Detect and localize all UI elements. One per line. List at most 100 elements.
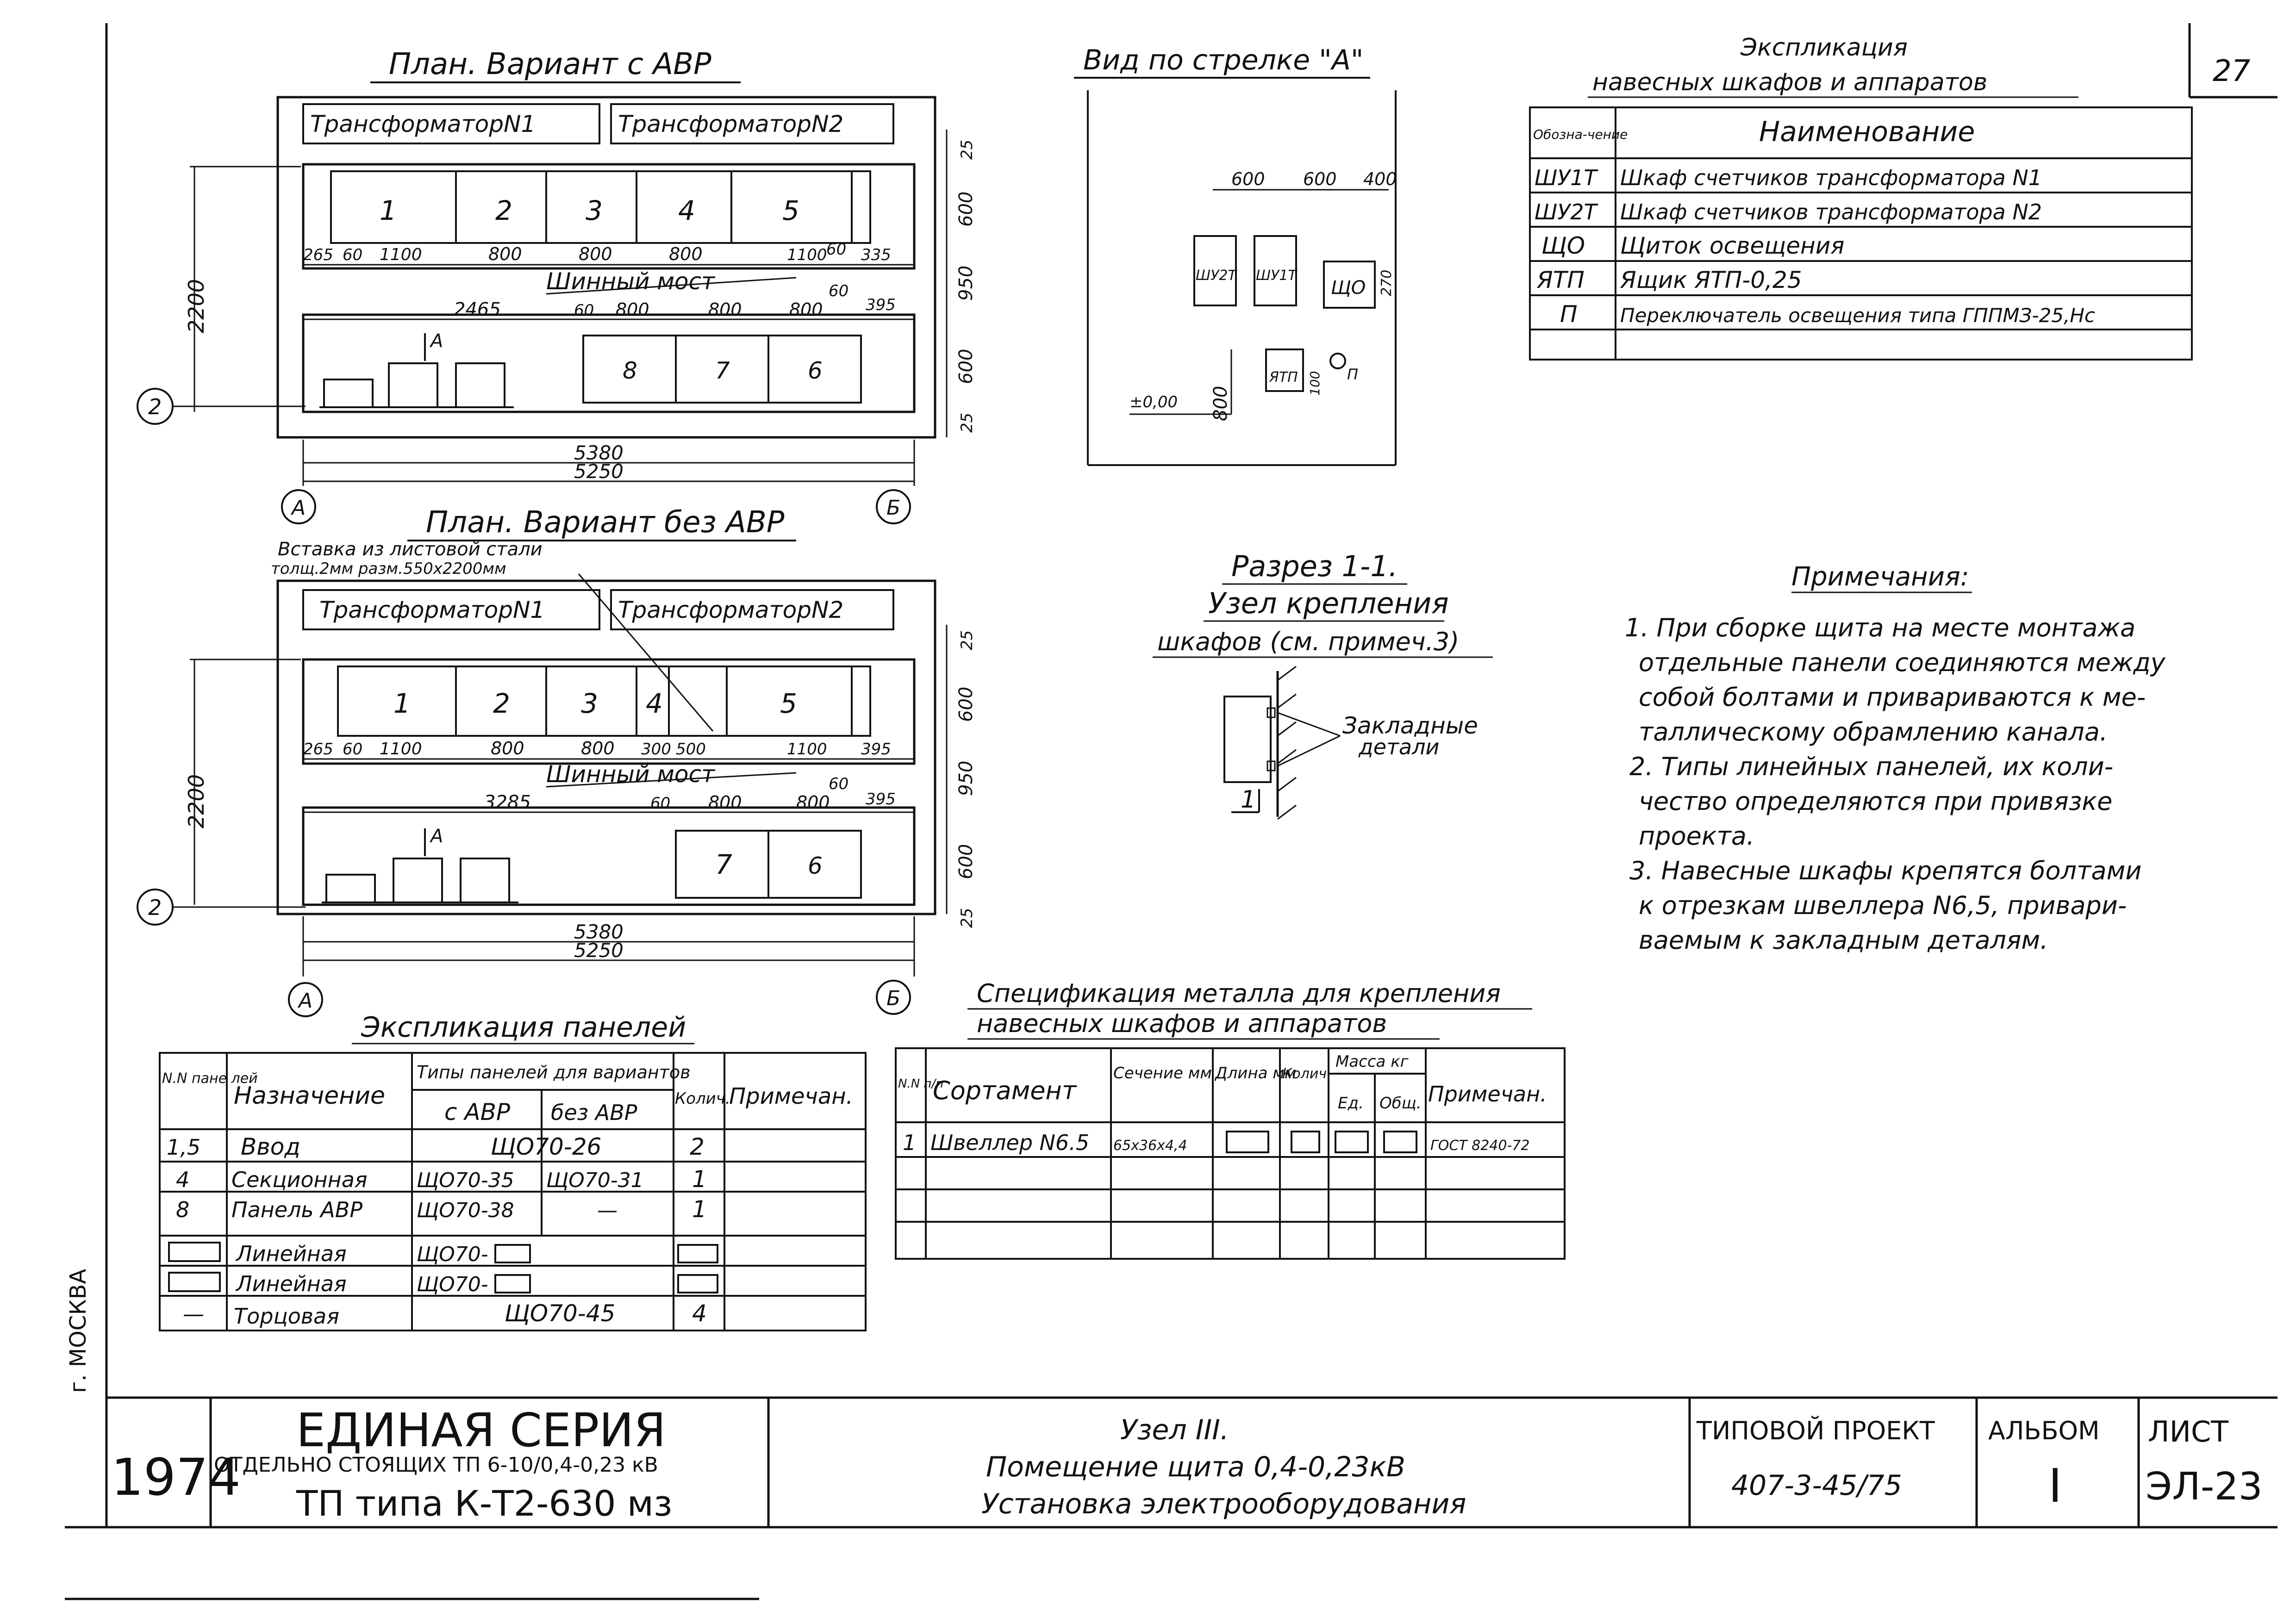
expl-cab-r4-code: П [1560,301,1578,328]
bus-bridge-label-2: Шинный мост [546,761,716,788]
pt-r2-purpose: Панель АВР [231,1197,362,1222]
panel2-2: 2 [493,688,510,719]
panel-table-title: Экспликация панелей [361,1011,686,1044]
axis-b-circle [876,489,911,524]
tb-series: ЕДИНАЯ СЕРИЯ [296,1403,666,1457]
callout-embedded-1: Закладные [1342,712,1478,739]
tb-sheet-label: ЛИСТ [2148,1415,2229,1449]
pt-r4-with: ЩО70- [417,1273,488,1296]
section-cabinet [1223,696,1272,783]
title-block: 1974 ЕДИНАЯ СЕРИЯ ОТДЕЛЬНО СТОЯЩИХ ТП 6-… [106,1396,2277,1527]
panel-5: 5 [782,195,799,226]
room-outline-2 [276,579,936,915]
bus-bridge-leader [546,277,797,295]
expl-cab-h-code: Обозна-чение [1533,127,1628,142]
transformer-1-box [302,103,600,144]
dim-r1-0: 265 [303,246,333,264]
pt-r5-num: — [183,1301,204,1326]
pt-r2-num: 8 [176,1197,189,1222]
ms-h-mass: Масса кг [1335,1052,1409,1071]
note-line-3: таллическому обрамлению канала. [1639,717,2108,746]
tb-album-label: АЛЬБОМ [1988,1416,2100,1445]
expl-cab-r2-code: ЩО [1541,232,1585,259]
tb-node: Узел III. [1120,1414,1229,1446]
rdim-4: 25 [958,413,976,433]
dim-r1-3: 800 [488,244,522,264]
cab-shu2t: ШУ2Т [1196,267,1237,284]
dim-r1-8: 335 [861,246,891,264]
dim2-r2-2: 800 [708,792,742,813]
plan-without-avr: План. Вариант без АВР Вставка из листово… [137,505,977,1017]
note-line-7: 3. Навесные шкафы крепятся болтами [1629,856,2141,885]
box-yatp: ЯТП [1269,369,1298,386]
expl-cab-r3-code: ЯТП [1536,267,1585,293]
pt-r0-with: ЩО70-26 [491,1133,601,1160]
dim-r2-3: 800 [708,299,742,320]
pt-r2-without: — [597,1199,618,1222]
lower-trench [302,313,916,413]
metal-spec-title-1: Спецификация металла для крепления [977,979,1501,1008]
view-by-arrow-a: Вид по стрелке "А" 600 600 400 ШУ2Т ШУ1Т… [1074,44,1397,466]
lower-trench-2 [302,806,916,906]
plan-noavr-title: План. Вариант без АВР [426,505,785,540]
panel2-4: 4 [646,688,663,719]
axis2-2-label: 2 [148,895,162,920]
pt-r3-qty-blank [677,1244,718,1263]
ms-r0-length-blank [1226,1131,1269,1153]
pt-r1-purpose: Секционная [231,1167,368,1192]
pt-r4-purpose: Линейная [235,1271,347,1296]
axis-b-circle-2 [876,980,911,1015]
total2-5250: 5250 [574,939,624,962]
view-a-side-dim: 270 [1379,270,1395,296]
dim-r1-5: 800 [669,244,703,264]
panel-8: 8 [623,357,637,384]
pt-r3-purpose: Линейная [235,1241,347,1266]
note-line-0: 1. При сборке щита на месте монтажа [1625,613,2135,642]
plan-avr-title: План. Вариант с АВР [389,47,711,81]
tb-album-no: I [2048,1459,2062,1513]
panel2-6: 6 [808,852,823,879]
insert-note-2: толщ.2мм разм.550х2200мм [271,560,506,578]
section-title-2: Узел крепления [1208,586,1449,620]
notes-title: Примечания: [1791,562,1969,592]
dim2-r1-7: 1100 [787,740,827,759]
tb-year: 1974 [111,1448,241,1507]
ms-h-num: N.N п/п [898,1077,943,1091]
upper-panels-2 [337,665,871,737]
axis-b-label-2: Б [886,987,900,1010]
dim2-r1-8: 395 [861,740,891,759]
pt-r1-without: ЩО70-31 [546,1169,644,1192]
note-line-9: ваемым к закладным деталям. [1639,926,2048,955]
dim-r1-2: 1100 [380,245,422,264]
dim2-r2-0: 3285 [484,792,531,813]
ms-h-section: Сечение мм [1113,1064,1212,1082]
dim2-r1-3: 800 [491,738,524,759]
lower-panels [582,335,862,404]
ms-h-unit: Ед. [1338,1094,1364,1113]
panel2-5: 5 [780,688,797,719]
pt-r3-num-blank [168,1242,221,1262]
pt-h-num: N.N пане лей [162,1070,258,1087]
plan-with-avr: План. Вариант с АВР ТрансформаторN1 Тран… [137,47,977,524]
transformer-2-label-2: ТрансформаторN2 [618,597,843,623]
axis-2-label: 2 [148,394,162,419]
upper-panels [330,170,871,244]
ms-r0-total-blank [1383,1131,1417,1153]
expl-cab-r2-name: Щиток освещения [1620,232,1844,259]
notes-block: Примечания: 1. При сборке щита на месте … [1625,562,2166,955]
room-outline [276,96,936,439]
expl-cab-r0-name: Шкаф счетчиков трансформатора N1 [1620,165,2042,190]
expl-cab-r0-code: ШУ1Т [1535,165,1598,190]
switch-p-symbol [1329,353,1346,369]
rdim-0: 25 [958,140,976,160]
metal-spec-table: Спецификация металла для крепления навес… [895,979,1566,1260]
pt-r4-qty-blank [677,1274,718,1293]
bus-bridge-leader-2 [546,772,797,788]
dim-r1-7: 60 [826,240,846,259]
pt-h-without: без АВР [551,1100,637,1125]
box-p: П [1347,366,1358,383]
panel-4: 4 [678,195,695,226]
dim2-r1-6: 500 [676,740,706,759]
pt-r5-qty: 4 [692,1300,707,1327]
ms-r0-note: ГОСТ 8240-72 [1430,1138,1529,1154]
